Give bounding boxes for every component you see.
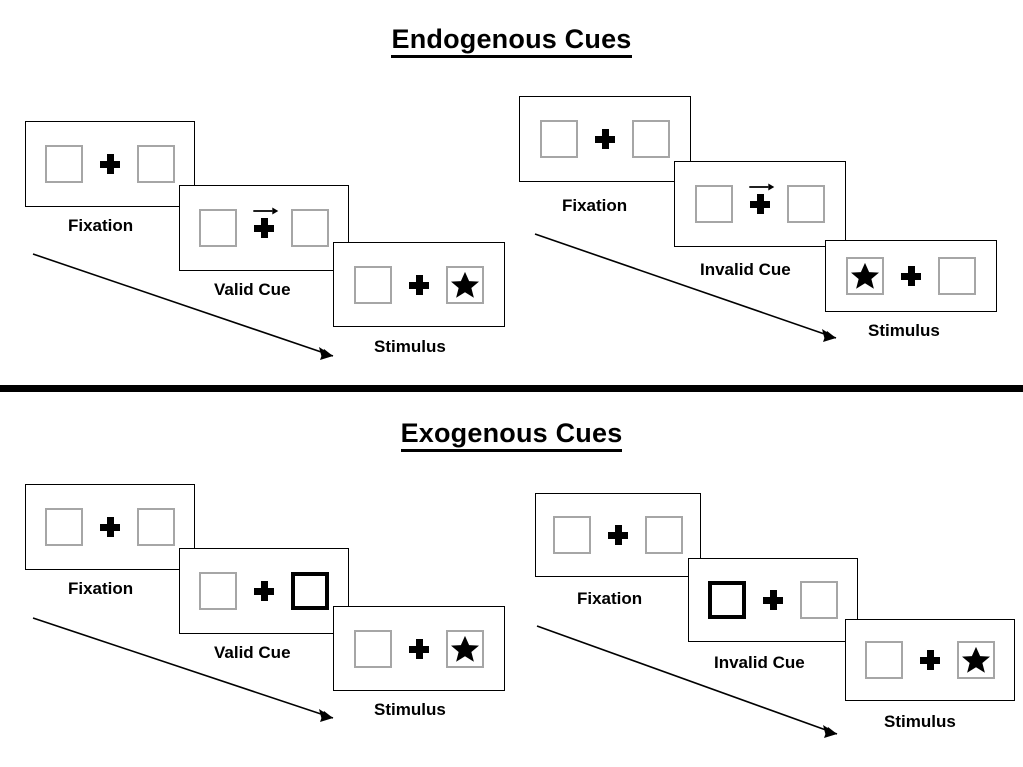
stimulus-box-right [800,581,838,619]
caption-endogenous-invalid-fixation: Fixation [562,196,628,215]
panel-inner [695,183,825,223]
panel-inner [354,265,484,304]
caption-endogenous-invalid-stimulus: Stimulus [868,321,940,340]
time-arrow-endogenous-valid [32,253,334,360]
stimulus-box-left [199,209,237,247]
fixation-cross-icon [409,638,429,659]
caption-exogenous-invalid-cue: Invalid Cue [714,653,805,672]
centre-stack [97,145,123,183]
panel-endogenous-valid-fixation [25,121,195,207]
panel-inner [45,508,175,546]
fixation-cross-icon [100,517,120,537]
centre-stack [760,581,786,619]
panel-exogenous-invalid-fixation [535,493,701,577]
star-target-icon [451,271,479,298]
stimulus-box-left-cued [708,581,746,619]
section-title-exogenous-text: Exogenous Cues [400,418,623,452]
right-arrow-cue-icon [253,207,279,215]
panel-inner [540,120,670,158]
caption-endogenous-invalid-cue: Invalid Cue [700,260,791,279]
section-title-endogenous-text: Endogenous Cues [391,24,632,58]
caption-exogenous-valid-fixation: Fixation [68,579,134,598]
centre-stack [898,257,924,295]
caption-exogenous-valid-stimulus: Stimulus [374,700,446,719]
caption-exogenous-invalid-fixation: Fixation [577,589,643,608]
stimulus-box-right [957,641,995,679]
panel-inner [45,145,175,183]
time-arrow-exogenous-valid [32,617,334,722]
fixation-cross-icon [901,266,921,286]
fixation-cross-icon [254,218,274,238]
centre-stack [917,641,943,679]
panel-inner [354,629,484,668]
stimulus-box-left [354,265,392,304]
fixation-cross-icon [100,154,120,174]
right-arrow-cue-icon [749,183,775,191]
panel-inner [553,516,683,554]
panel-inner [199,572,329,610]
panel-exogenous-invalid-cue [688,558,858,642]
panel-exogenous-invalid-stimulus [845,619,1015,701]
fixation-cross-icon [750,194,770,214]
fixation-cross-icon [595,129,615,149]
star-target-icon [451,635,479,662]
stimulus-box-right [938,257,976,295]
panel-endogenous-invalid-stimulus [825,240,997,312]
section-title-endogenous: Endogenous Cues [0,24,1023,58]
centre-stack [406,266,432,304]
panel-endogenous-invalid-cue [674,161,846,247]
panel-exogenous-valid-cue [179,548,349,634]
stimulus-box-left [865,641,903,679]
star-target-icon [962,646,990,673]
fixation-cross-icon [608,525,628,545]
panel-exogenous-valid-fixation [25,484,195,570]
stimulus-box-right [137,145,175,183]
fixation-cross-icon [763,590,783,610]
star-target-icon [851,262,879,289]
panel-inner [199,207,329,247]
stimulus-box-left [695,185,733,223]
caption-exogenous-invalid-stimulus: Stimulus [884,712,956,731]
time-arrow-exogenous-invalid [536,625,838,738]
stimulus-box-left [45,508,83,546]
panel-endogenous-valid-stimulus [333,242,505,327]
centre-stack [251,207,279,247]
centre-stack [592,120,618,158]
stimulus-box-left [199,572,237,610]
stimulus-box-right [632,120,670,158]
caption-endogenous-valid-stimulus: Stimulus [374,337,446,356]
panel-inner [846,257,976,295]
fixation-cross-icon [920,650,940,670]
stimulus-box-left [45,145,83,183]
section-title-exogenous: Exogenous Cues [0,418,1023,452]
stimulus-box-left [540,120,578,158]
fixation-cross-icon [254,581,274,601]
centre-stack [605,516,631,554]
panel-endogenous-invalid-fixation [519,96,691,182]
panel-endogenous-valid-cue [179,185,349,271]
stimulus-box-left [846,257,884,295]
fixation-cross-icon [409,274,429,295]
caption-endogenous-valid-cue: Valid Cue [214,280,291,299]
panel-exogenous-valid-stimulus [333,606,505,691]
caption-endogenous-valid-fixation: Fixation [68,216,134,235]
stimulus-box-right-cued [291,572,329,610]
stimulus-box-right [291,209,329,247]
stimulus-box-right [137,508,175,546]
centre-stack [251,572,277,610]
stimulus-box-left [553,516,591,554]
caption-exogenous-valid-cue: Valid Cue [214,643,291,662]
centre-stack [747,183,775,223]
stimulus-box-right [645,516,683,554]
panel-inner [708,581,838,619]
centre-stack [406,630,432,668]
time-arrow-endogenous-invalid [534,233,837,342]
stimulus-box-right [446,629,484,668]
section-divider [0,385,1023,392]
stimulus-box-right [446,265,484,304]
stimulus-box-left [354,629,392,668]
centre-stack [97,508,123,546]
panel-inner [865,641,995,679]
stimulus-box-right [787,185,825,223]
